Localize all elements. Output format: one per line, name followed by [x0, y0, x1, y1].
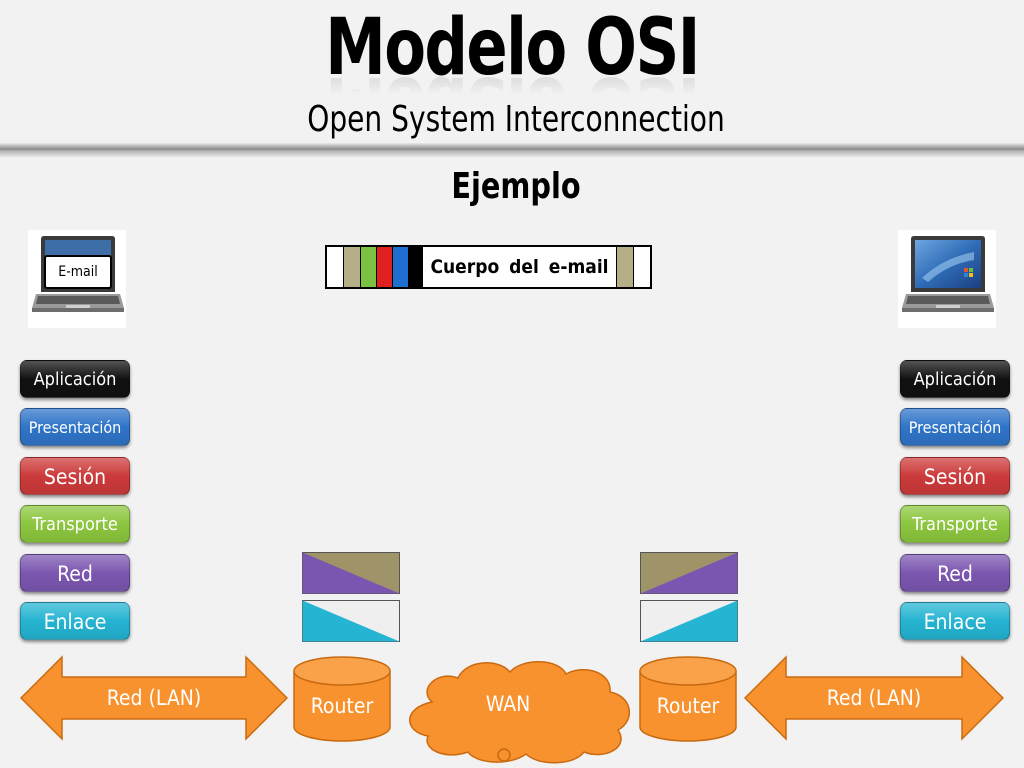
packet-header-segment — [361, 247, 377, 287]
packet-header-segment — [344, 247, 361, 287]
email-packet: Cuerpo del e-mail — [325, 245, 652, 289]
packet-header-segment — [409, 247, 423, 287]
lan-left-label: Red (LAN) — [106, 686, 202, 710]
router-right-cylinder — [639, 656, 737, 742]
laptop-icon — [898, 230, 996, 328]
router-left-cylinder — [293, 656, 391, 742]
layer-red: Red — [20, 554, 130, 592]
router-right-label: Router — [656, 694, 720, 718]
packet-header-segment — [393, 247, 409, 287]
layer-red: Red — [900, 554, 1010, 592]
wan-label: WAN — [485, 692, 531, 716]
wan-cloud — [409, 661, 631, 764]
lan-right-label: Red (LAN) — [826, 686, 922, 710]
router-left-label: Router — [310, 694, 374, 718]
section-heading: Ejemplo — [451, 166, 581, 207]
lan-left-arrow — [20, 655, 288, 741]
packet-header-segment — [377, 247, 393, 287]
router-left-enlace-block — [302, 600, 400, 642]
layer-enlace: Enlace — [900, 602, 1010, 640]
layer-sesion: Sesión — [900, 457, 1010, 495]
lan-right-arrow — [744, 655, 1004, 741]
header-divider — [0, 143, 1024, 157]
packet-trailer-segment — [634, 247, 650, 287]
packet-trailer-segment — [617, 247, 634, 287]
router-right-red-block — [640, 552, 738, 594]
packet-header-segment — [327, 247, 344, 287]
layer-sesion: Sesión — [20, 457, 130, 495]
page-title: Modelo OSI — [325, 3, 700, 93]
email-label: E-mail — [44, 255, 112, 289]
layer-transporte: Transporte — [900, 505, 1010, 543]
layer-enlace: Enlace — [20, 602, 130, 640]
layer-aplicacion: Aplicación — [20, 360, 130, 398]
router-left-red-block — [302, 552, 400, 594]
router-right-enlace-block — [640, 600, 738, 642]
page-subtitle: Open System Interconnection — [307, 99, 725, 140]
packet-body-label: Cuerpo del e-mail — [423, 247, 617, 287]
layer-aplicacion: Aplicación — [900, 360, 1010, 398]
layer-presentacion: Presentación — [20, 408, 130, 446]
layer-presentacion: Presentación — [900, 408, 1010, 446]
layer-transporte: Transporte — [20, 505, 130, 543]
